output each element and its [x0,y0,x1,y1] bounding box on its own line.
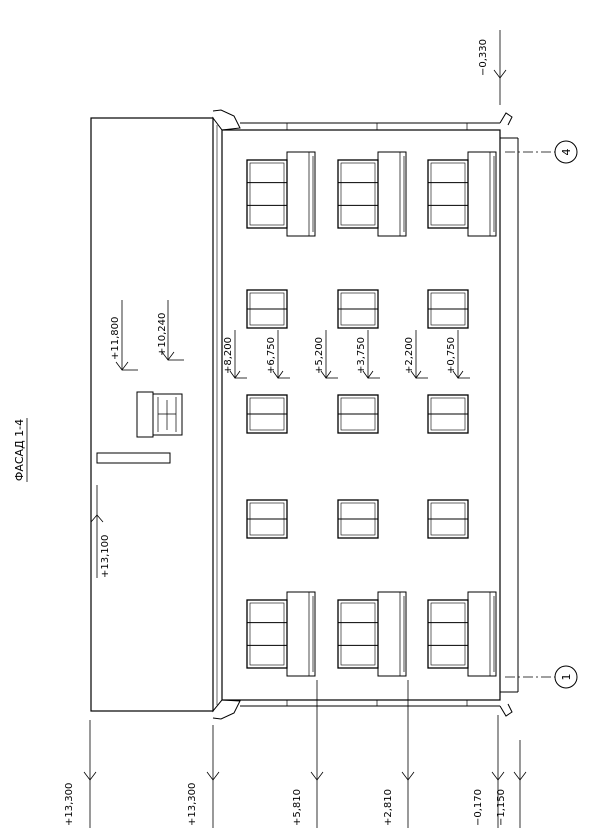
window-tall [246,159,288,229]
level-label: +10,240 [157,313,168,356]
balcony [377,591,407,677]
roof-opening [96,452,171,464]
window-frame [340,162,376,226]
level-label: +11,800 [110,317,121,360]
level-label: +6,750 [266,337,277,374]
axis-label-bottom: 1 [560,674,573,681]
level-label: +5,200 [314,337,325,374]
level-mark-floor-1: +2,810 [383,680,415,828]
balcony [467,151,497,237]
level-label: +13,300 [187,783,198,826]
window-frame [249,162,285,226]
level-mark-floor-2: +5,810 [292,680,324,828]
level-mark-inner: +10,240 [157,300,184,361]
level-mark-top: −0,330 [478,30,507,105]
bottom-rail [240,699,513,717]
balcony [467,591,497,677]
level-mark-roof-left: +13,300 [64,720,97,828]
window-tall [427,599,469,669]
level-label: +3,750 [356,337,367,374]
level-mark-ground: −0,170 [473,715,505,828]
axis-marker-bottom: 1 [505,665,578,689]
level-label: −0,170 [473,789,484,826]
roof-dormer [136,391,183,438]
roof-block [90,117,214,712]
balcony [377,151,407,237]
window-frame [430,602,466,666]
window-tall [337,159,379,229]
inner-levels-group: +8,200 +6,750 +5,200 +3,750 +2,200 +0,750 [223,330,470,379]
level-mark-eave: +13,300 [187,725,220,828]
level-label: +13,100 [100,535,111,578]
level-label: +0,750 [446,337,457,374]
window-frame [249,602,285,666]
balcony [286,151,316,237]
drawing-title: ФАСАД 1-4 [13,419,26,481]
level-mark-inner: +11,800 [110,300,138,371]
level-label: +2,810 [383,789,394,826]
axis-label-top: 4 [560,149,573,156]
axis-marker-top: 4 [505,140,578,164]
building-outline [221,129,501,701]
level-label: +2,200 [404,337,415,374]
window-frame [340,602,376,666]
window-tall [337,599,379,669]
level-label: −0,330 [478,39,489,76]
level-label: −1,150 [496,789,507,826]
windows-group [246,151,497,677]
level-label: +5,810 [292,789,303,826]
level-label: +13,300 [64,783,75,826]
window-frame [430,162,466,226]
level-mark-foundation: −1,150 [496,740,527,828]
level-mark-roof: +13,100 [90,485,111,578]
window-tall [246,599,288,669]
balcony [286,591,316,677]
level-label: +8,200 [223,337,234,374]
top-rail [240,112,513,131]
eave-band [212,109,241,720]
window-tall [427,159,469,229]
